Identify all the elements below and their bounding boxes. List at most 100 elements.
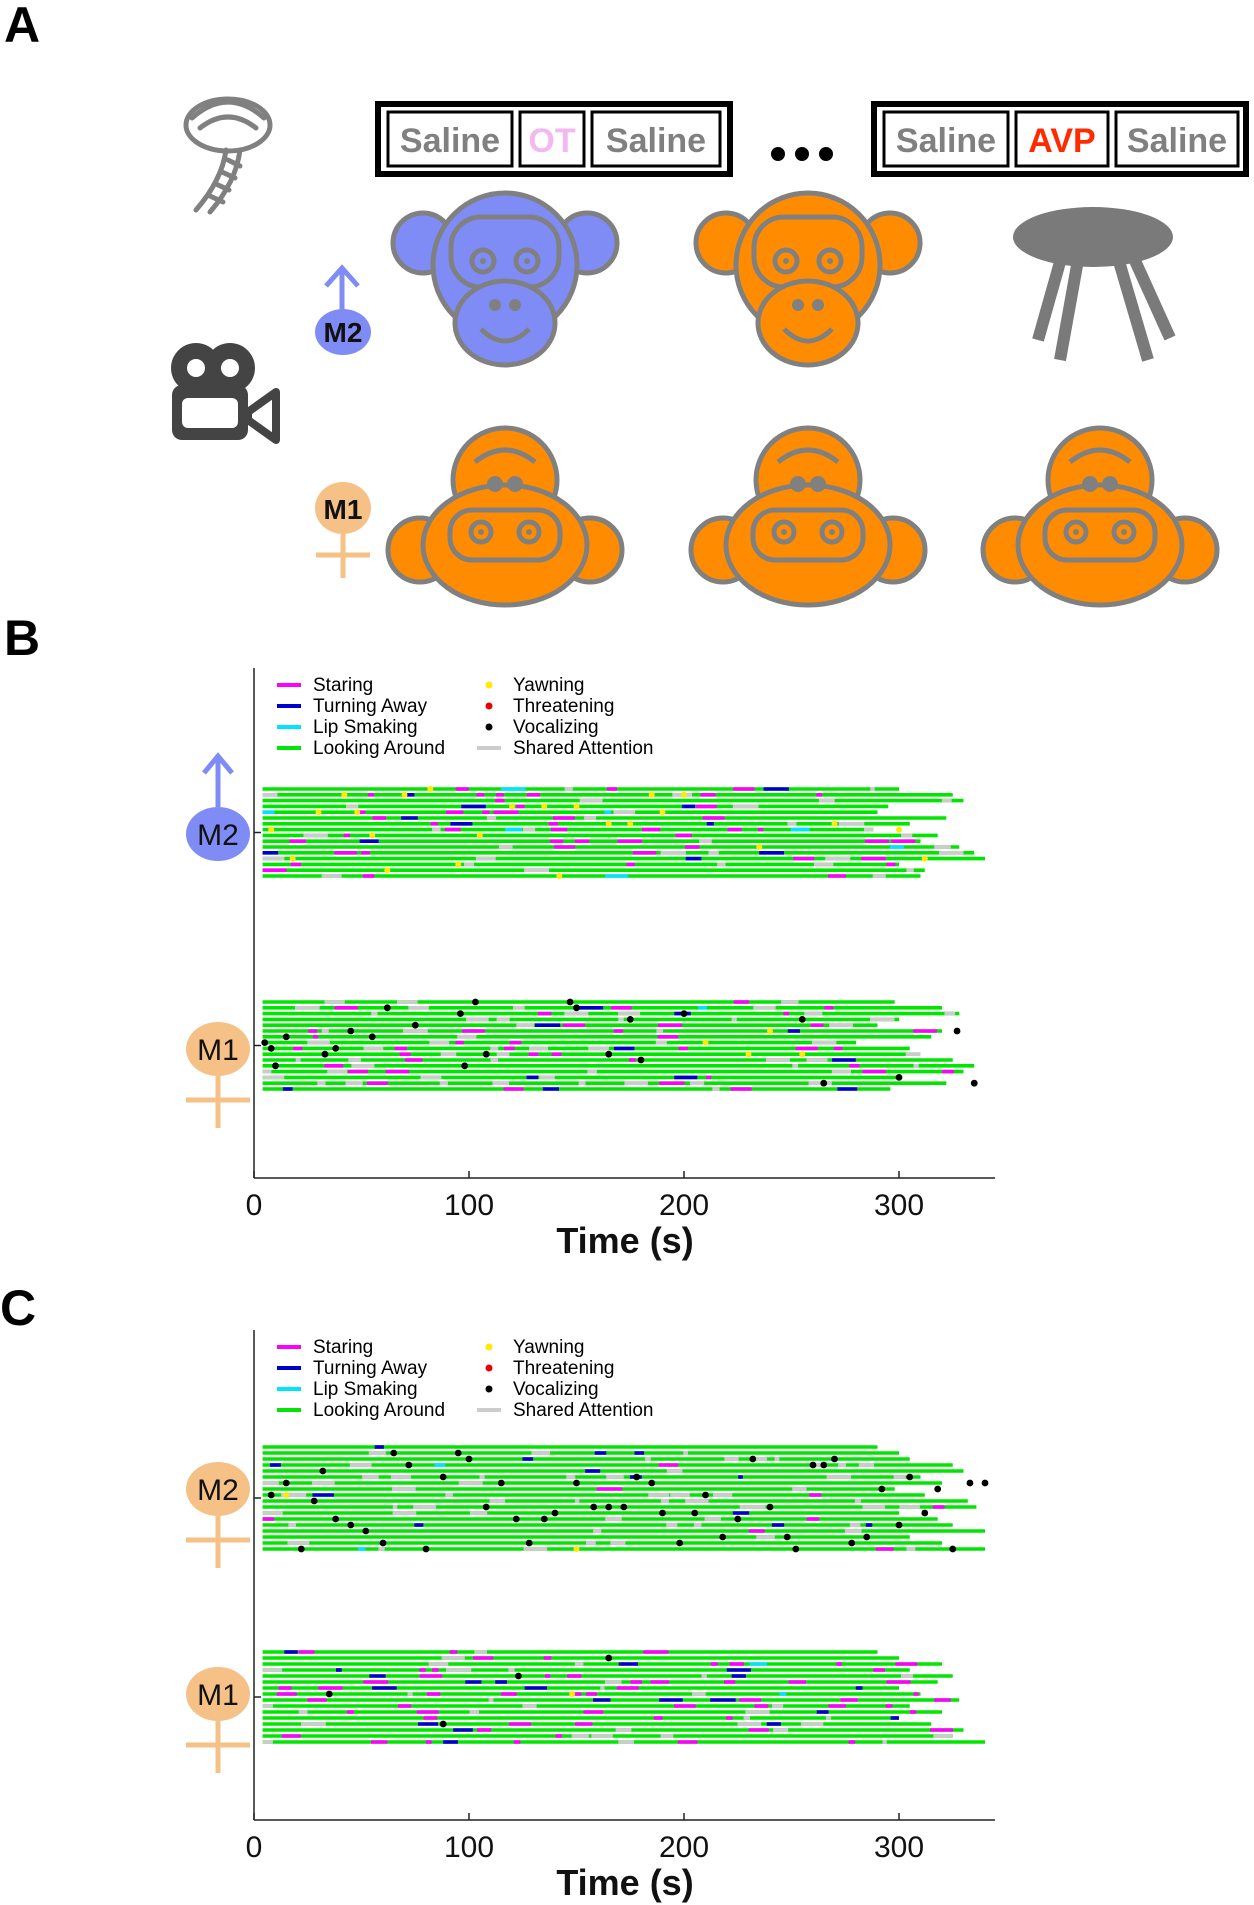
group-label: M2: [197, 819, 239, 852]
table-icon: [1013, 207, 1176, 362]
event-dot-yawning: [921, 855, 928, 862]
box1-ot: OT: [528, 122, 575, 160]
event-dot-vocalizing: [783, 1533, 791, 1541]
box2-saline-post: Saline: [1127, 122, 1227, 160]
event-dot-vocalizing: [820, 1461, 828, 1469]
female-symbol-icon: [186, 1462, 250, 1568]
drug-box-avp: Saline AVP Saline: [871, 101, 1249, 177]
event-dot-vocalizing: [325, 1690, 333, 1698]
event-dot-vocalizing: [282, 1033, 290, 1041]
x-tick-label: 100: [444, 1831, 494, 1864]
box2-avp: AVP: [1028, 122, 1095, 160]
event-dot-vocalizing: [405, 1461, 413, 1469]
legend-label: Lip Smaking: [313, 717, 418, 738]
event-dot-vocalizing: [848, 1539, 856, 1547]
event-dot-yawning: [569, 1691, 576, 1697]
event-dot-vocalizing: [347, 1027, 355, 1035]
event-dot-vocalizing: [454, 1449, 462, 1457]
legend-label: Threatening: [513, 696, 614, 717]
event-dot-vocalizing: [261, 1039, 269, 1046]
event-dot-vocalizing: [566, 998, 574, 1006]
x-axis-label: Time (s): [556, 1862, 693, 1903]
event-dot-vocalizing: [465, 1455, 473, 1463]
legend-swatch: [485, 1364, 493, 1372]
event-dot-vocalizing: [981, 1479, 989, 1487]
event-dot-vocalizing: [820, 1079, 828, 1087]
event-dot-yawning: [573, 803, 580, 810]
event-dot-vocalizing: [573, 1479, 580, 1487]
event-dot-yawning: [745, 1051, 752, 1058]
box1-saline-pre: Saline: [400, 122, 500, 160]
x-tick-label: 0: [246, 1831, 263, 1864]
event-dot-vocalizing: [719, 1533, 727, 1541]
event-dot-vocalizing: [482, 1050, 490, 1058]
event-dot-vocalizing: [267, 1491, 275, 1499]
legend-swatch: [485, 1385, 493, 1393]
event-dot-vocalizing: [368, 1033, 376, 1041]
injection-icon: [183, 96, 273, 215]
event-dot-vocalizing: [659, 1509, 666, 1517]
event-dot-yawning: [627, 820, 634, 827]
legend-label: Turning Away: [313, 1358, 428, 1379]
legend-label: Vocalizing: [513, 1379, 599, 1400]
event-dot-yawning: [702, 1039, 709, 1046]
event-dot-vocalizing: [637, 1056, 645, 1064]
monkey-icon: [385, 425, 625, 608]
event-dot-vocalizing: [332, 1045, 340, 1052]
ellipsis-dots: [771, 147, 833, 161]
event-dot-yawning: [369, 832, 376, 839]
female-symbol-icon: M1: [315, 482, 371, 578]
monkey-icon: [980, 425, 1220, 608]
event-dot-yawning: [476, 832, 483, 839]
event-dot-vocalizing: [267, 1045, 275, 1052]
legend-swatch: [485, 1343, 493, 1351]
event-dot-vocalizing: [702, 1491, 709, 1499]
x-tick-label: 0: [246, 1189, 263, 1222]
event-dot-vocalizing: [439, 1473, 447, 1481]
event-dot-vocalizing: [921, 1509, 929, 1517]
event-dot-vocalizing: [863, 1533, 871, 1541]
event-dot-vocalizing: [626, 1016, 634, 1023]
event-dot-yawning: [605, 820, 612, 827]
event-dot-yawning: [268, 826, 275, 833]
group-label: M1: [197, 1034, 239, 1067]
event-dot-vocalizing: [411, 1021, 419, 1029]
event-dot-vocalizing: [878, 1485, 886, 1493]
monkey-icon: [693, 190, 923, 368]
box1-saline-post: Saline: [606, 122, 706, 160]
event-dot-yawning: [756, 844, 763, 850]
x-tick-label: 100: [444, 1189, 494, 1222]
event-dot-vocalizing: [605, 1654, 613, 1662]
x-tick-label: 200: [659, 1831, 709, 1864]
panel-label-b: B: [4, 610, 40, 666]
legend-label: Shared Attention: [513, 738, 654, 759]
event-dot-vocalizing: [472, 998, 479, 1006]
event-dot-vocalizing: [282, 1479, 290, 1487]
event-dot-vocalizing: [906, 1473, 914, 1481]
x-axis-label: Time (s): [556, 1220, 693, 1261]
event-dot-vocalizing: [648, 1479, 656, 1487]
event-dot-vocalizing: [798, 1016, 806, 1023]
legend-label: Threatening: [513, 1358, 614, 1379]
event-dot-vocalizing: [680, 1010, 688, 1017]
legend-label: Vocalizing: [513, 717, 599, 738]
legend-swatch: [485, 681, 493, 689]
event-dot-vocalizing: [792, 1545, 800, 1553]
camera-icon: [171, 343, 280, 444]
event-dot-yawning: [289, 855, 296, 862]
event-dot-vocalizing: [319, 1467, 327, 1475]
event-dot-vocalizing: [676, 1539, 684, 1547]
raster-group-m2: M2: [186, 752, 985, 879]
event-dot-vocalizing: [633, 1473, 641, 1481]
event-dot-vocalizing: [766, 1503, 774, 1511]
event-dot-vocalizing: [934, 1485, 942, 1493]
group-label: M2: [197, 1474, 239, 1507]
legend-label: Yawning: [513, 1337, 584, 1358]
event-dot-yawning: [541, 803, 548, 810]
event-dot-vocalizing: [949, 1545, 957, 1553]
event-dot-vocalizing: [297, 1545, 305, 1553]
event-dot-yawning: [659, 809, 666, 816]
event-dot-vocalizing: [332, 1515, 340, 1523]
raster-group-m1: M1: [186, 1650, 985, 1773]
